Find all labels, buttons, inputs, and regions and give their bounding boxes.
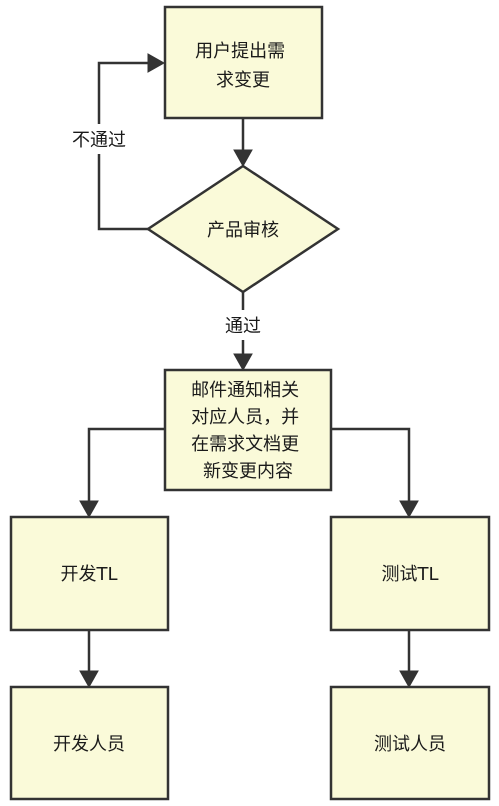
pass-edge-label: 通过 (225, 316, 261, 337)
node-dev-tl: 开发TL (9, 515, 170, 632)
node-testers-label: 测试人员 (374, 734, 446, 755)
node-test-tl: 测试TL (329, 515, 491, 632)
fail-label-background (62, 124, 136, 154)
node-developers: 开发人员 (9, 685, 170, 801)
arrowhead-test-tl (399, 500, 419, 519)
node-review: 产品审核 (145, 164, 341, 294)
arrowhead-testers (399, 670, 419, 689)
node-developers-label: 开发人员 (53, 734, 125, 755)
node-dev-tl-label: 开发TL (60, 564, 117, 585)
node-notify: 邮件通知相关 对应人员，并 在需求文档更 新变更内容 (163, 368, 333, 492)
node-request-label: 用户提出需 求变更 (195, 41, 291, 91)
node-notify-label: 邮件通知相关 对应人员，并 在需求文档更 新变更内容 (191, 380, 305, 482)
arrowhead-review (233, 149, 253, 168)
fail-edge-label: 不通过 (72, 130, 126, 151)
edge-notify-to-test-tl (331, 427, 411, 503)
arrowhead-request (147, 53, 166, 73)
node-test-tl-label: 测试TL (381, 564, 438, 585)
node-review-label: 产品审核 (207, 220, 279, 241)
arrowhead-notify (233, 353, 253, 372)
pass-label-background (214, 310, 272, 340)
arrowhead-dev-tl (79, 500, 99, 519)
arrowhead-developers (79, 670, 99, 689)
node-testers: 测试人员 (329, 685, 491, 801)
node-request: 用户提出需 求变更 (163, 5, 324, 120)
edge-notify-to-dev-tl (87, 427, 165, 503)
